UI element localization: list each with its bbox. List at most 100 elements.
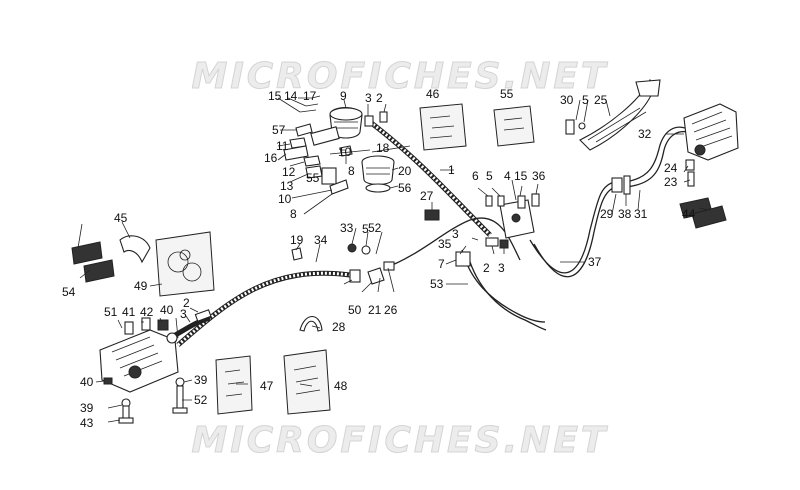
reservoir-9-top xyxy=(329,107,363,121)
cable-53-b xyxy=(469,261,547,331)
part-23-bolt xyxy=(687,171,695,187)
callout-23: 23 xyxy=(664,175,678,189)
callout-49: 49 xyxy=(134,279,148,293)
part-3-washer xyxy=(499,239,509,249)
cable-53 xyxy=(461,249,546,323)
callout-28: 28 xyxy=(332,320,346,334)
part-56-seal xyxy=(365,183,391,193)
part-39-washer-b xyxy=(175,377,185,387)
callout-32: 32 xyxy=(638,127,652,141)
part-16-lever xyxy=(283,145,309,161)
callout-5: 5 xyxy=(362,222,369,236)
callout-57: 57 xyxy=(272,123,286,137)
callout-30: 30 xyxy=(560,93,574,107)
callout-10: 10 xyxy=(278,192,292,206)
callout-40: 40 xyxy=(80,375,94,389)
part-55-kit xyxy=(321,167,337,185)
part-52-bolt-head xyxy=(172,407,188,414)
callout-37: 37 xyxy=(588,255,602,269)
bag-49-seal-c xyxy=(179,249,191,261)
part-36-bolt xyxy=(531,193,540,207)
reservoir-20-ribs xyxy=(366,167,390,175)
part-10-bolt xyxy=(329,179,349,195)
callout-55: 55 xyxy=(306,171,320,185)
bag-49 xyxy=(155,231,215,297)
callout-35: 35 xyxy=(438,237,452,251)
reservoir-20-assembly xyxy=(361,155,395,193)
part-2-union xyxy=(485,237,499,247)
part-40-plug xyxy=(103,377,113,385)
master-cylinder-body xyxy=(310,126,340,146)
callout-54: 54 xyxy=(62,285,76,299)
callout-10: 10 xyxy=(338,145,352,159)
bag-48-contents xyxy=(293,365,321,395)
callout-3: 3 xyxy=(180,307,187,321)
bag-49-seal-b xyxy=(182,262,202,282)
part-15-bolt xyxy=(517,195,526,209)
part-52-bolt xyxy=(176,385,184,411)
left-caliper-fins xyxy=(111,336,163,377)
pad-left-lower xyxy=(83,259,115,283)
callout-34: 34 xyxy=(314,233,328,247)
callout-5: 5 xyxy=(582,93,589,107)
callout-5: 5 xyxy=(486,169,493,183)
watermark-top: MICROFICHES.NET xyxy=(191,56,609,98)
part-5-bolt xyxy=(497,195,505,207)
cables-and-hoses xyxy=(168,120,689,347)
lever-25-ribs xyxy=(587,107,647,143)
hose-31-b xyxy=(625,130,689,188)
right-brake-pads xyxy=(679,197,727,229)
callout-18: 18 xyxy=(376,141,390,155)
part-29-fitting xyxy=(611,177,623,193)
callout-16: 16 xyxy=(264,151,278,165)
hose-31 xyxy=(624,126,686,183)
left-caliper-assembly xyxy=(99,309,212,424)
leaders-right xyxy=(575,99,709,215)
part-57-pin xyxy=(295,123,313,137)
part-8-clip xyxy=(339,145,353,157)
part-24-washer xyxy=(685,159,695,171)
part-2-fitting-left xyxy=(194,309,212,322)
part-28-clip xyxy=(299,315,323,332)
left-caliper-piston xyxy=(128,365,142,379)
callout-12: 12 xyxy=(282,165,296,179)
callout-2: 2 xyxy=(183,296,190,310)
left-caliper-bleeder xyxy=(166,332,178,344)
callout-13: 13 xyxy=(280,179,294,193)
right-caliper-piston xyxy=(694,144,706,156)
callout-labels: 1 2 2 2 3 3 3 3 4 5 5 5 6 7 8 8 9 10 10 … xyxy=(62,87,696,430)
callout-3: 3 xyxy=(452,227,459,241)
callout-41: 41 xyxy=(122,305,136,319)
callout-51: 51 xyxy=(104,305,118,319)
callout-55: 55 xyxy=(500,87,514,101)
leaders-left-caliper xyxy=(77,221,199,423)
callout-3: 3 xyxy=(365,91,372,105)
cable-37 xyxy=(529,181,616,274)
callout-39: 39 xyxy=(80,401,94,415)
callout-27: 27 xyxy=(420,189,434,203)
pad-right-lower xyxy=(691,205,727,229)
part-5-washer xyxy=(361,245,371,255)
callout-50: 50 xyxy=(348,303,362,317)
cable-26 xyxy=(384,217,521,269)
callout-7: 7 xyxy=(438,257,445,271)
callout-3: 3 xyxy=(498,261,505,275)
part-3-banjo xyxy=(364,115,374,127)
callout-24: 24 xyxy=(664,161,678,175)
part-6-bolt xyxy=(485,195,493,207)
callout-15: 15 xyxy=(514,169,528,183)
callout-52: 52 xyxy=(368,221,382,235)
callout-33: 33 xyxy=(340,221,354,235)
callout-38: 38 xyxy=(618,207,632,221)
center-fittings xyxy=(347,243,395,285)
reservoir-9-ribs xyxy=(334,121,358,129)
callout-17: 17 xyxy=(303,89,317,103)
bag-47-contents xyxy=(224,369,245,397)
part-42-nut xyxy=(141,317,151,331)
bag-49-seal xyxy=(167,251,189,273)
bag-47 xyxy=(215,355,253,415)
part-19-clip xyxy=(291,247,303,261)
callout-11: 11 xyxy=(276,139,289,153)
callout-46: 46 xyxy=(426,87,440,101)
